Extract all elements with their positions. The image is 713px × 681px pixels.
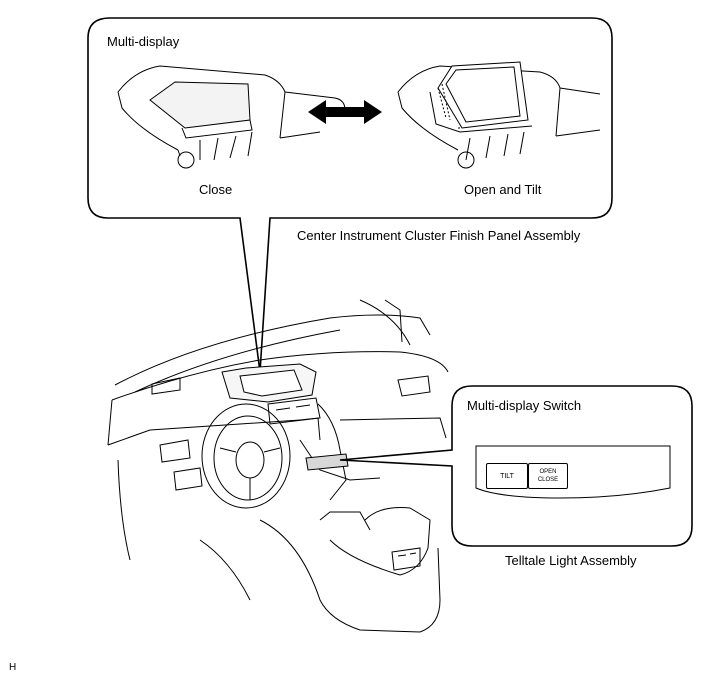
telltale-label: Telltale Light Assembly bbox=[505, 553, 637, 568]
dashboard-illustration bbox=[107, 299, 449, 633]
open-label: OPEN bbox=[539, 469, 557, 475]
tilt-button-label: TILT bbox=[500, 472, 514, 480]
display-closed-illustration bbox=[117, 65, 346, 169]
close-state-label: Close bbox=[199, 182, 233, 197]
switch-callout-title: Multi-display Switch bbox=[467, 398, 582, 413]
tilt-button: TILT bbox=[486, 463, 528, 489]
open-close-button: OPEN CLOSE bbox=[528, 463, 568, 489]
multi-display-callout bbox=[87, 17, 613, 373]
corner-mark: H bbox=[9, 662, 17, 673]
display-open-illustration bbox=[397, 61, 601, 169]
close-label: CLOSE bbox=[537, 477, 559, 483]
open-tilt-state-label: Open and Tilt bbox=[464, 182, 542, 197]
telltale-panel bbox=[475, 445, 671, 499]
center-panel-label: Center Instrument Cluster Finish Panel A… bbox=[297, 228, 581, 243]
callout-frame-top bbox=[87, 17, 613, 373]
double-arrow-icon bbox=[308, 100, 382, 124]
multi-display-title: Multi-display bbox=[107, 34, 180, 49]
